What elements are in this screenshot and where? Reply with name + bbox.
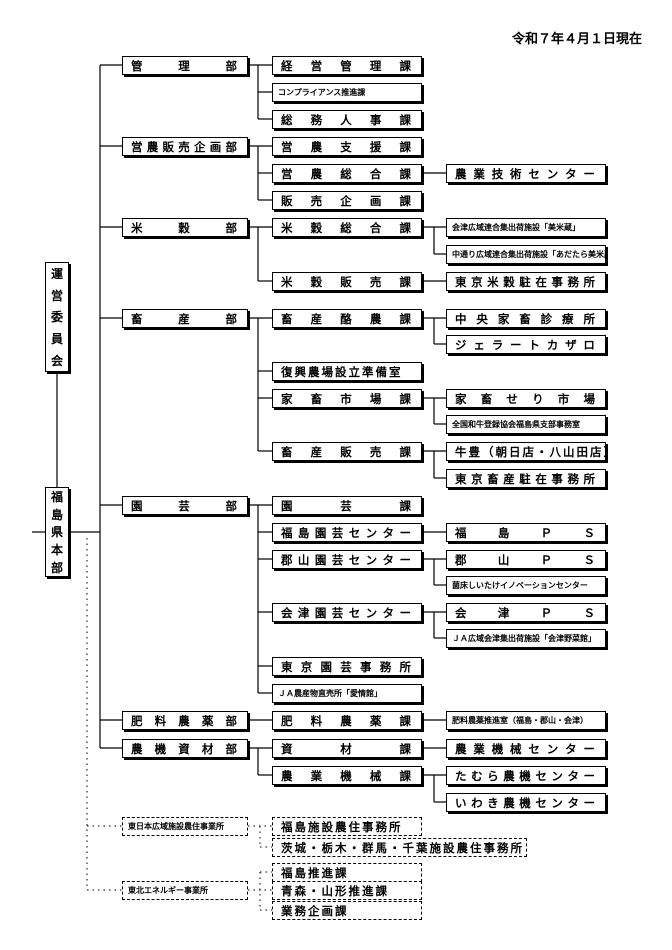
division-box: 肥料農薬課 [272, 711, 422, 730]
division-box: 販売企画課 [272, 191, 422, 210]
office-unit-box: 青森・山形推進課 [272, 881, 422, 900]
sub-unit-box: 東京米穀駐在事務所 [446, 272, 606, 291]
hq-box-char: 県 [50, 525, 63, 540]
office-unit-box: 福島推進課 [272, 863, 422, 882]
division-box: 園芸課 [272, 496, 422, 515]
committee-box-char: 委 [50, 310, 63, 325]
sub-unit-box: 農業技術センター [446, 164, 606, 183]
as-of-date: 令和７年４月１日現在 [511, 32, 642, 47]
division-box: ＪＡ農産物直売所「愛情館」 [272, 684, 422, 703]
hq-box-char: 島 [50, 507, 63, 522]
sub-unit-box: 肥料農薬推進室（福島・郡山・会津） [446, 711, 606, 730]
sub-unit-box: 農業機械センター [446, 739, 606, 758]
sub-unit-box: 家畜せり市場 [446, 389, 606, 408]
division-box: 福島園芸センター [272, 523, 422, 542]
department-box: 米穀部 [122, 218, 248, 237]
division-box: 農業機械課 [272, 766, 422, 785]
hq-box-char: 本 [50, 543, 63, 558]
sub-unit-box: ＪＡ広域会津集出荷施設「会津野菜館」 [446, 629, 606, 648]
division-box: 営農支援課 [272, 137, 422, 156]
division-box: 米穀総合課 [272, 218, 422, 237]
office-box: 東日本広域施設農住事業所 [122, 817, 248, 836]
sub-unit-box: 東京畜産駐在事務所 [446, 469, 606, 488]
committee-box-char: 会 [50, 353, 63, 368]
department-box: 営農販売企画部 [122, 137, 248, 156]
sub-unit-box: 会津広域連合集出荷施設「美米蔵」 [446, 218, 606, 237]
office-unit-box: 業務企画課 [272, 901, 422, 920]
division-box: 米穀販売課 [272, 272, 422, 291]
division-box: コンプライアンス推進課 [272, 83, 422, 102]
sub-unit-box: 牛豊（朝日店・八山田店） [446, 442, 606, 461]
department-box: 園芸部 [122, 496, 248, 515]
department-box: 管理部 [122, 56, 248, 75]
committee-box-char: 員 [50, 332, 63, 347]
department-box: 畜産部 [122, 309, 248, 328]
division-box: 復興農場設立準備室 [272, 362, 422, 381]
sub-unit-box: 菌床しいたけイノベーションセンター [446, 576, 606, 595]
division-box: 畜産販売課 [272, 442, 422, 461]
division-box: 営農総合課 [272, 164, 422, 183]
division-box: 資材課 [272, 739, 422, 758]
hq-box: 福島県本部 [45, 487, 69, 577]
committee-box: 運営委員会 [45, 262, 69, 372]
division-box: 家畜市場課 [272, 389, 422, 408]
sub-unit-box: ジェラートカザロ [446, 335, 606, 354]
office-unit-box: 福島施設農住事務所 [272, 817, 422, 836]
department-box: 肥料農薬部 [122, 711, 248, 730]
committee-box-char: 運 [50, 267, 63, 282]
office-unit-box: 茨城・栃木・群馬・千葉施設農住事務所 [272, 838, 527, 857]
hq-box-char: 福 [50, 490, 63, 505]
division-box: 会津園芸センター [272, 603, 422, 622]
sub-unit-box: 中央家畜診療所 [446, 309, 606, 328]
hq-box-char: 部 [50, 560, 63, 575]
sub-unit-box: 中通り広域連合集出荷施設「あだたら美米蔵」 [446, 245, 606, 264]
division-box: 東京園芸事務所 [272, 657, 422, 676]
division-box: 畜産酪農課 [272, 309, 422, 328]
sub-unit-box: たむら農機センター [446, 766, 606, 785]
department-box: 農機資材部 [122, 739, 248, 758]
sub-unit-box: いわき農機センター [446, 793, 606, 812]
committee-box-char: 営 [50, 288, 63, 303]
sub-unit-box: 全国和牛登録協会福島県支部事務室 [446, 415, 606, 434]
division-box: 経営管理課 [272, 56, 422, 75]
division-box: 郡山園芸センター [272, 550, 422, 569]
division-box: 総務人事課 [272, 110, 422, 129]
office-box: 東北エネルギー事業所 [122, 881, 248, 900]
